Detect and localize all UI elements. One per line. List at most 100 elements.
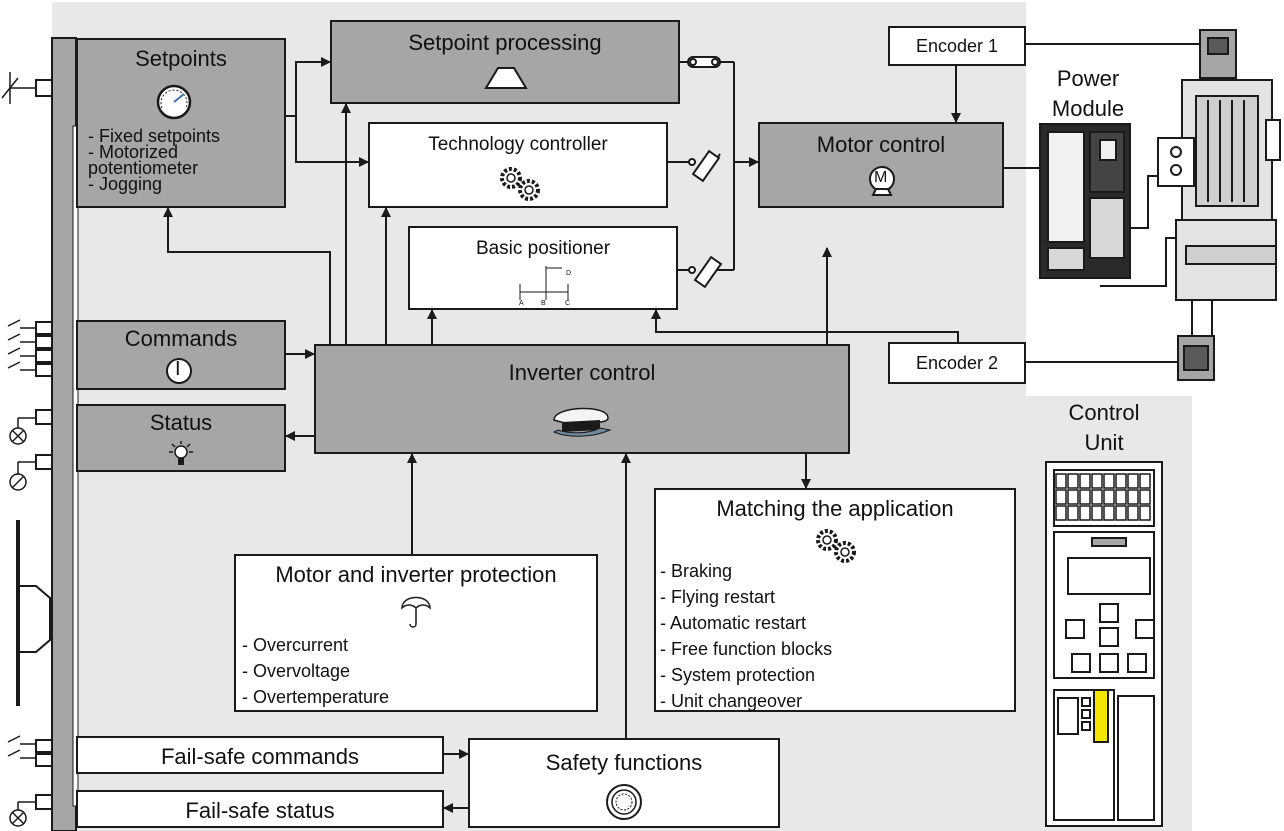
- arrow-setpoints-to-processing: [284, 57, 331, 117]
- switch-contact-positioner: [688, 255, 723, 289]
- meter-icon: [9, 461, 36, 491]
- gears-icon: [816, 529, 856, 563]
- status-block[interactable]: Status: [76, 404, 286, 472]
- status-title: Status: [149, 410, 213, 435]
- terminal-di-2: [35, 335, 53, 349]
- power-module-label-line2: Module: [1051, 96, 1125, 121]
- control-unit-drawing-icon: [1045, 461, 1163, 827]
- setpoints-item: - Motorized: [88, 142, 179, 162]
- motor-control-title: Motor control: [816, 132, 946, 157]
- setpoints-title: Setpoints: [135, 46, 227, 71]
- terminal-fsdi-2: [35, 753, 53, 767]
- safety-functions-title: Safety functions: [545, 750, 703, 775]
- matching-item: - Free function blocks: [660, 639, 833, 659]
- encoder-1-block[interactable]: Encoder 1: [888, 26, 1026, 66]
- protection-item: - Overtemperature: [242, 687, 390, 707]
- terminal-di-1: [35, 321, 53, 335]
- fail-safe-commands-block[interactable]: Fail-safe commands: [76, 736, 444, 774]
- terminal-fsdo: [35, 794, 53, 810]
- axis-label-c: C: [565, 300, 571, 307]
- position-axis-icon: [519, 266, 569, 300]
- setpoints-item: - Jogging: [88, 174, 163, 194]
- connection-lines: [163, 43, 1210, 813]
- power-cable-2: [1100, 237, 1176, 287]
- encoder-1-title: Encoder 1: [915, 36, 999, 56]
- basic-positioner-title: Basic positioner: [475, 238, 611, 259]
- io-terminals: [35, 79, 53, 810]
- motor-inverter-protection-title: Motor and inverter protection: [275, 562, 557, 587]
- fieldbus-connector-icon: [16, 520, 51, 706]
- terminal-do: [35, 409, 53, 425]
- inverter-control-title: Inverter control: [508, 360, 656, 385]
- protection-item: - Overvoltage: [242, 661, 351, 681]
- setpoints-item: - Fixed setpoints: [88, 126, 221, 146]
- terminal-fsdi-1: [35, 739, 53, 753]
- switch-contact-icon: [7, 319, 36, 759]
- motor-icon-letter: M: [874, 169, 888, 186]
- matching-application-block[interactable]: Matching the application - Braking - Fly…: [654, 488, 1016, 712]
- technology-controller-block[interactable]: Technology controller: [368, 122, 668, 208]
- protection-list: - Overcurrent - Overvoltage - Overtemper…: [242, 632, 389, 710]
- matching-item: - Unit changeover: [660, 691, 803, 711]
- matching-item: - Braking: [660, 561, 733, 581]
- setpoints-item: potentiometer: [88, 158, 199, 178]
- matching-item: - System protection: [660, 665, 816, 685]
- encoder-2-block[interactable]: Encoder 2: [888, 342, 1026, 384]
- control-unit-label: Control Unit: [1054, 398, 1154, 458]
- io-bus-bar: [51, 37, 77, 831]
- arrow-encoder2-to-positioner: [651, 309, 959, 342]
- safety-dial-icon: [606, 784, 642, 820]
- setpoints-block[interactable]: Setpoints - Fixed setpoints - Motorized …: [76, 38, 286, 208]
- terminal-analog-in: [35, 79, 53, 97]
- inverter-control-block[interactable]: Inverter control: [314, 344, 850, 454]
- control-unit-label-line1: Control: [1068, 400, 1140, 425]
- control-unit-label-line2: Unit: [1084, 430, 1124, 455]
- switch-contact-techctrl: [688, 149, 721, 183]
- lamp-icon: [9, 417, 36, 827]
- gears-icon: [500, 167, 540, 201]
- power-module-label-line1: Power: [1056, 66, 1120, 91]
- trapezoid-ramp-icon: [484, 67, 528, 89]
- commands-title: Commands: [124, 326, 238, 351]
- fail-safe-status-block[interactable]: Fail-safe status: [76, 790, 444, 828]
- axis-label-b: B: [541, 300, 546, 307]
- axis-label-a: A: [519, 300, 524, 307]
- matching-item: - Flying restart: [660, 587, 776, 607]
- motor-icon: [869, 166, 895, 196]
- analog-input-icon: [1, 72, 36, 104]
- power-module-label: Power Module: [1040, 64, 1136, 124]
- technology-controller-title: Technology controller: [428, 134, 608, 155]
- protection-item: - Overcurrent: [242, 635, 349, 655]
- matching-application-list: - Braking - Flying restart - Automatic r…: [660, 558, 832, 714]
- matching-application-title: Matching the application: [716, 496, 954, 521]
- terminal-di-3: [35, 349, 53, 363]
- encoder-2-title: Encoder 2: [915, 353, 999, 373]
- motor-drawing-icon: [1157, 29, 1281, 381]
- setpoint-processing-block[interactable]: Setpoint processing: [330, 20, 680, 104]
- power-switch-icon: [166, 358, 192, 384]
- motor-inverter-protection-block[interactable]: Motor and inverter protection - Overcurr…: [234, 554, 598, 712]
- setpoint-processing-title: Setpoint processing: [408, 30, 602, 55]
- arrow-setpoints-to-techctrl: [295, 116, 369, 167]
- light-bulb-icon: [169, 441, 193, 465]
- motor-control-block[interactable]: Motor control M: [758, 122, 1004, 208]
- safety-functions-block[interactable]: Safety functions: [468, 738, 780, 828]
- umbrella-icon: [401, 596, 431, 628]
- fail-safe-status-title: Fail-safe status: [185, 798, 335, 823]
- terminal-ao: [35, 454, 53, 470]
- switch-contact-processing: [687, 56, 721, 68]
- terminal-di-4: [35, 363, 53, 377]
- gauge-icon: [156, 84, 192, 120]
- io-symbols: [1, 72, 36, 827]
- setpoints-list: - Fixed setpoints - Motorized potentiome…: [88, 126, 221, 194]
- basic-positioner-block[interactable]: Basic positioner A B C D: [408, 226, 678, 310]
- power-cable: [1130, 175, 1158, 229]
- arrow-inverter-to-setpoints: [163, 207, 331, 344]
- axis-label-d: D: [566, 270, 572, 277]
- captain-hat-icon: [552, 407, 612, 437]
- power-switch-letter: I: [175, 358, 181, 380]
- fail-safe-commands-title: Fail-safe commands: [160, 744, 360, 769]
- matching-item: - Automatic restart: [660, 613, 807, 633]
- commands-block[interactable]: Commands I: [76, 320, 286, 390]
- power-module-drawing-icon: [1039, 123, 1131, 279]
